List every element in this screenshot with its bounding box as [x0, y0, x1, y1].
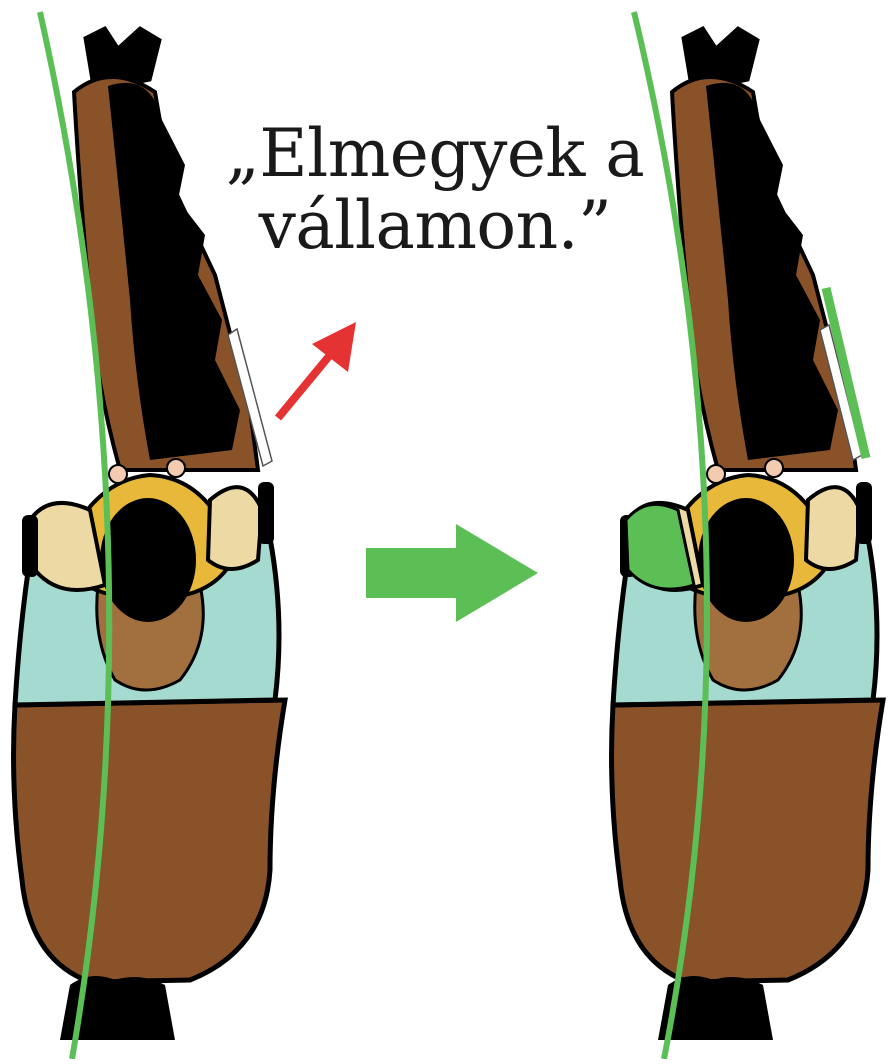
caption: „Elmegyek a vállamon.” [215, 118, 655, 262]
arrow-right-icon [366, 524, 538, 622]
arrow-up-right-icon [278, 322, 356, 418]
caption-line-2: vállamon.” [215, 190, 655, 262]
caption-line-1: „Elmegyek a [215, 118, 655, 190]
